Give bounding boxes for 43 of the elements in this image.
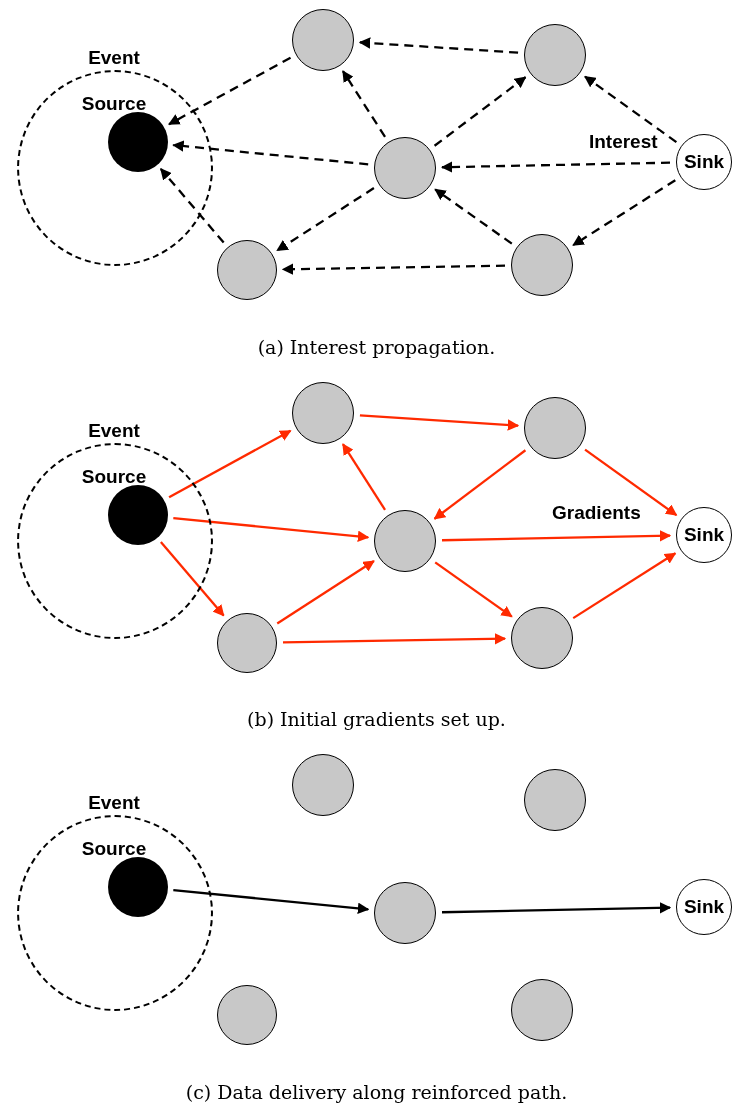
region-label: Event Source <box>80 46 148 116</box>
node-label: Sink <box>683 896 725 918</box>
node-label: Sink <box>683 524 725 546</box>
arrow <box>441 902 672 914</box>
arrow <box>433 449 527 520</box>
arrow <box>276 560 375 625</box>
region-label: Event Source <box>80 791 148 861</box>
sink-node <box>676 879 732 935</box>
sink-node <box>676 507 732 563</box>
arrow <box>359 414 520 431</box>
arrow <box>358 37 519 54</box>
arrow <box>584 448 678 517</box>
sensor-node <box>217 240 277 300</box>
caption: (c) Data delivery along reinforced path. <box>185 1081 568 1103</box>
arrow <box>434 561 513 618</box>
caption: (b) Initial gradients set up. <box>247 708 506 730</box>
arrow <box>584 75 678 144</box>
arrow <box>440 161 671 173</box>
sink-node <box>676 134 732 190</box>
arrow <box>159 541 225 617</box>
sensor-node <box>374 137 436 199</box>
arrow <box>159 168 225 244</box>
region-label: Event Source <box>80 419 148 489</box>
arrow <box>433 76 527 147</box>
arrow <box>441 530 672 542</box>
arrow <box>173 888 370 915</box>
arrow <box>281 263 506 275</box>
node-label: Sink <box>683 151 725 173</box>
arrow <box>342 443 386 511</box>
arrow <box>434 188 513 245</box>
arrow <box>276 187 375 252</box>
sensor-node <box>374 510 436 572</box>
arrow <box>168 56 292 126</box>
arrow <box>572 179 676 247</box>
arrow <box>173 516 370 543</box>
arrow <box>342 70 386 138</box>
arrow <box>168 429 292 499</box>
caption: (a) Interest propagation. <box>257 336 496 358</box>
arrow <box>572 552 677 620</box>
arrow <box>282 633 507 645</box>
sensor-node <box>217 985 277 1045</box>
arrow <box>172 140 369 166</box>
sensor-node <box>217 613 277 673</box>
